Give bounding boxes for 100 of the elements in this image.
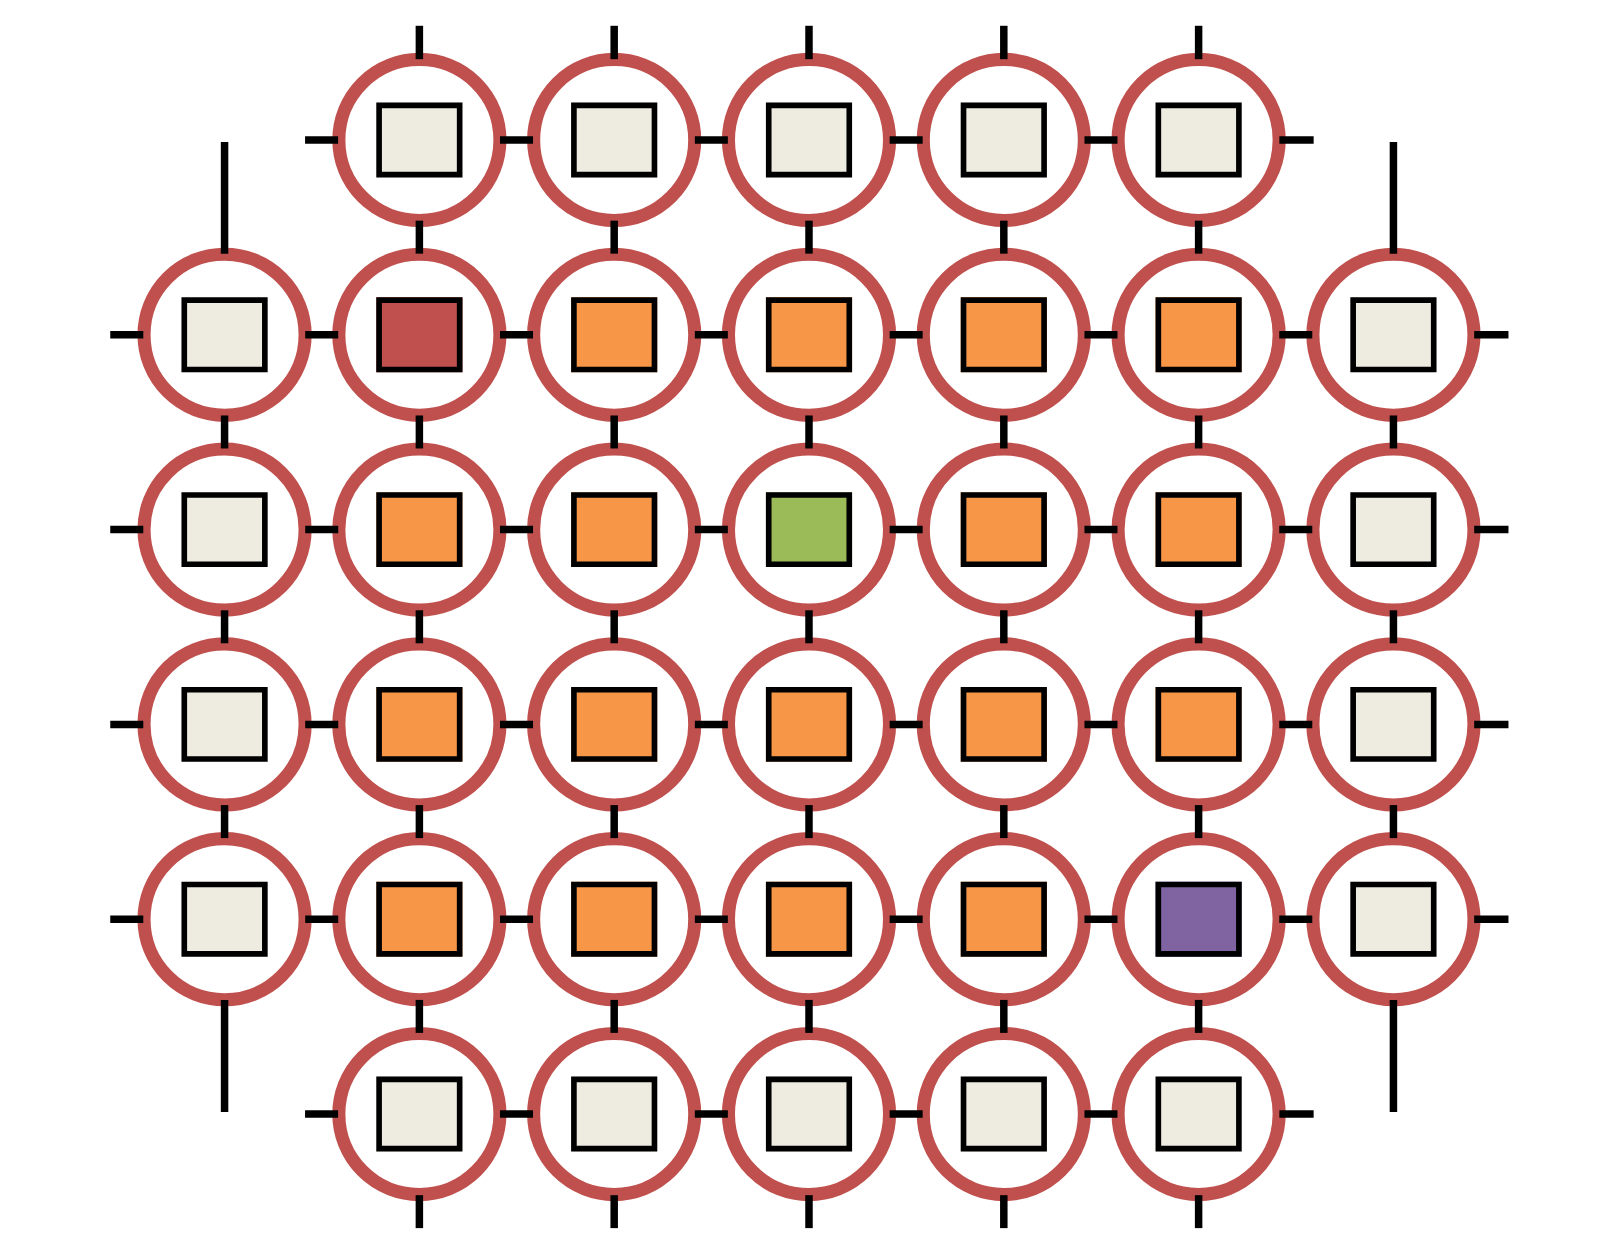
node-circle [1305, 247, 1480, 422]
connector [1278, 331, 1312, 339]
node-circle [526, 832, 701, 1007]
connector [499, 525, 533, 534]
connector [219, 415, 228, 449]
connector [414, 220, 423, 254]
node-circle [1305, 637, 1480, 812]
connector [804, 610, 812, 644]
connector [1473, 915, 1508, 923]
connector [1083, 331, 1117, 339]
connector [414, 1195, 423, 1229]
node-circle [720, 832, 896, 1007]
node-circle [1110, 52, 1285, 228]
connector [693, 720, 727, 729]
node-circle [720, 637, 896, 812]
connector [414, 415, 423, 449]
connector [1193, 805, 1202, 839]
node-circle [1110, 442, 1285, 617]
connector [999, 25, 1007, 60]
connector [888, 525, 922, 534]
connector [693, 915, 727, 923]
connector [609, 25, 617, 60]
connector [1388, 610, 1397, 644]
connector [609, 999, 617, 1033]
node-circle [136, 247, 311, 422]
connector [804, 805, 812, 839]
connector [999, 805, 1007, 839]
node-circle [1110, 1026, 1285, 1202]
node-circle [136, 442, 311, 617]
connector [219, 999, 228, 1112]
connector [1278, 136, 1313, 144]
connector [219, 805, 228, 839]
connector [414, 25, 423, 60]
connector [219, 610, 228, 644]
connector [499, 1110, 533, 1118]
connector [109, 720, 143, 729]
connector [609, 220, 617, 254]
node-circle [136, 832, 311, 1007]
connector [804, 415, 812, 449]
connector [109, 915, 143, 923]
connector [804, 1195, 812, 1229]
connector [414, 610, 423, 644]
connector [693, 525, 727, 534]
node-circle [720, 247, 896, 422]
connector [804, 999, 812, 1033]
connector [1278, 915, 1312, 923]
connector [1388, 415, 1397, 449]
node-circle [915, 637, 1090, 812]
connector [888, 331, 922, 339]
connector [1388, 805, 1397, 839]
node-circle [331, 832, 506, 1007]
connector [1083, 136, 1117, 144]
connector [1193, 415, 1202, 449]
connector [1388, 142, 1397, 254]
connector [999, 415, 1007, 449]
node-circle [1110, 832, 1285, 1007]
connector [1473, 720, 1508, 729]
connector [499, 720, 533, 729]
connector [1083, 915, 1117, 923]
connector [999, 1195, 1007, 1229]
connector [999, 999, 1007, 1033]
node-circle [331, 442, 506, 617]
node-circle [526, 1026, 701, 1202]
connector [999, 610, 1007, 644]
node-circle [915, 442, 1090, 617]
connector [1193, 1195, 1202, 1229]
connector [609, 415, 617, 449]
node-circle [1305, 442, 1480, 617]
connector [693, 1110, 727, 1118]
connector [609, 805, 617, 839]
connector [1278, 720, 1312, 729]
connector [1278, 1110, 1313, 1118]
connector [499, 331, 533, 339]
connector [693, 331, 727, 339]
node-circle [720, 442, 896, 617]
connector [1473, 331, 1508, 339]
connector [109, 525, 143, 534]
node-circle [915, 52, 1090, 228]
connector [1388, 999, 1397, 1112]
connector [1193, 999, 1202, 1033]
node-circle [331, 247, 506, 422]
node-circle [1305, 832, 1480, 1007]
connector [609, 610, 617, 644]
node-circle [331, 637, 506, 812]
connector [1473, 525, 1508, 534]
connector [999, 220, 1007, 254]
node-circle [331, 52, 506, 228]
connector [888, 915, 922, 923]
connector [1083, 1110, 1117, 1118]
connector [304, 915, 338, 923]
node-circle [720, 52, 896, 228]
connector [609, 1195, 617, 1229]
node-circle [136, 637, 311, 812]
node-circle [915, 832, 1090, 1007]
connector [888, 720, 922, 729]
connector [1193, 610, 1202, 644]
connector [499, 915, 533, 923]
connector [304, 525, 338, 534]
connector [1193, 25, 1202, 60]
connector [304, 1110, 338, 1118]
